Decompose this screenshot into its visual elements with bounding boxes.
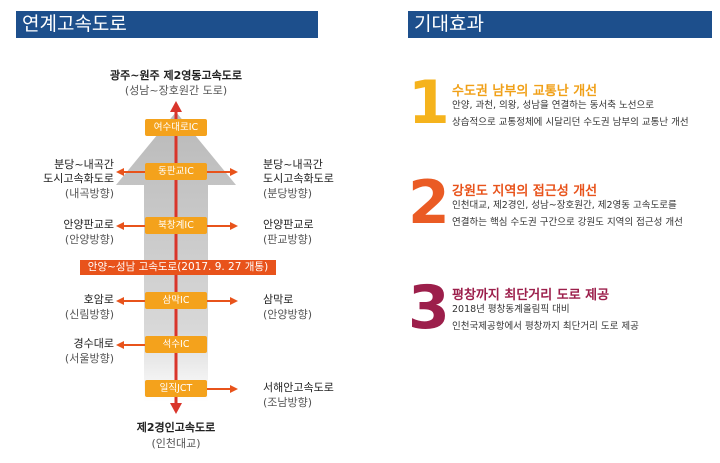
top-destination-sub: (성남~장호원간 도로) (124, 84, 228, 97)
right-label-1-title: 분당~내곡간 (263, 158, 323, 171)
effect-1-number: 1 (408, 68, 450, 138)
bottom-destination-title: 제2경인고속도로 (136, 421, 216, 434)
ic-dongpangyo: 동판교IC (145, 163, 207, 180)
right-label-2-sub: (판교방향) (263, 233, 313, 246)
effect-3-number: 3 (408, 273, 450, 343)
effect-2-number: 2 (408, 168, 450, 238)
effect-1-title: 수도권 남부의 교통난 개선 (452, 84, 598, 99)
top-destination-title: 광주~원주 제2영동고속도로 (109, 69, 243, 82)
left-label-3-sub: (신림방향) (64, 308, 114, 321)
effect-3-line2: 인천국제공항에서 평창까지 최단거리 도로 제공 (452, 321, 639, 332)
left-label-1-title2: 도시고속화도로 (43, 172, 114, 185)
effect-3-line1: 2018년 평창동계올림픽 대비 (452, 304, 570, 315)
left-label-2-title: 안양판교로 (63, 218, 114, 231)
effect-3-title: 평창까지 최단거리 도로 제공 (452, 288, 610, 303)
ic-seoksu: 석수IC (145, 336, 207, 353)
opening-banner: 안양~성남 고속도로(2017. 9. 27 개통) (80, 260, 276, 275)
effect-2-line2: 연결하는 핵심 수도권 구간으로 강원도 지역의 접근성 개선 (452, 217, 683, 228)
road-bottom-arrowhead (170, 403, 182, 414)
road-top-arrowhead (170, 101, 182, 112)
left-label-1-title: 분당~내곡간 (54, 158, 114, 171)
effect-1-line2: 상습적으로 교통정체에 시달리던 수도권 남부의 교통난 개선 (452, 117, 689, 128)
left-label-2-sub: (안양방향) (64, 233, 114, 246)
right-label-1-sub: (분당방향) (263, 187, 313, 200)
left-label-3-title: 호암로 (83, 293, 114, 306)
jct-iljik: 일직JCT (145, 380, 207, 397)
right-label-1-title2: 도시고속화도로 (263, 172, 334, 185)
effect-2-title: 강원도 지역의 접근성 개선 (452, 184, 598, 199)
section-header-expected-effects: 기대효과 (408, 11, 712, 38)
effect-2-line1: 인천대교, 제2경인, 성남~장호원간, 제2영동 고속도로를 (452, 200, 677, 211)
bottom-destination-sub: (인천대교) (151, 437, 201, 450)
connector-arrowheads (116, 168, 238, 393)
left-label-4-title: 경수대로 (73, 337, 114, 350)
effect-1-line1: 안양, 과천, 의왕, 성남을 연결하는 동서축 노선으로 (452, 100, 654, 111)
ic-bukchanggye: 북창계IC (145, 217, 207, 234)
right-label-3-sub: (안양방향) (263, 308, 313, 321)
left-label-1-sub: (내곡방향) (64, 187, 114, 200)
section-header-connected-highways: 연계고속도로 (16, 11, 318, 38)
right-label-4-sub: (조남방향) (263, 396, 313, 409)
left-label-4-sub: (서울방향) (64, 352, 114, 365)
right-label-2-title: 안양판교로 (263, 218, 314, 231)
ic-sammak: 삼막IC (145, 292, 207, 309)
ic-yeosu: 여수대로IC (145, 119, 207, 136)
right-label-3-title: 삼막로 (263, 293, 294, 306)
right-label-4-title: 서해안고속도로 (263, 381, 334, 394)
